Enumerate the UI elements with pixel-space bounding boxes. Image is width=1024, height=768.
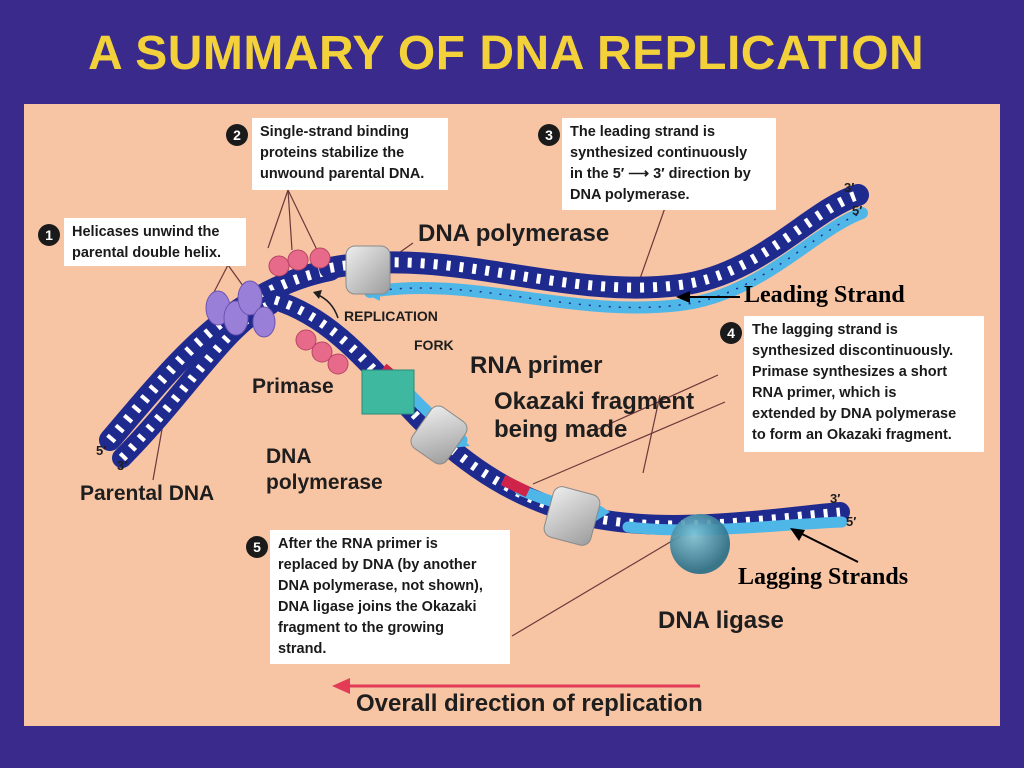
dna-polymerase-top-label: DNA polymerase — [418, 220, 610, 247]
leader-lines — [152, 189, 726, 637]
step-4-badge: 4 — [720, 322, 742, 344]
replication-fork-arrowhead — [313, 290, 322, 299]
bottom-5-prime-label: 5′ — [846, 514, 857, 529]
step-2-badge: 2 — [226, 124, 248, 146]
dna-ligase — [670, 514, 730, 574]
step-1-badge: 1 — [38, 224, 60, 246]
left-5-prime-label: 5′ — [96, 443, 107, 458]
okazaki-fragment-label: Okazaki fragment being made — [494, 388, 695, 443]
dna-polymerase-lagging-1 — [410, 405, 468, 465]
helicase — [205, 280, 276, 338]
parental-dna-label: Parental DNA — [80, 482, 215, 505]
overall-direction-arrowhead — [332, 678, 350, 694]
overall-direction-label: Overall direction of replication — [356, 690, 703, 717]
fork-label: FORK — [414, 337, 454, 353]
ssb-proteins — [268, 247, 349, 375]
primase — [361, 369, 415, 415]
step-3-badge: 3 — [538, 124, 560, 146]
step-5-badge: 5 — [246, 536, 268, 558]
dna-polymerase-leading — [345, 245, 391, 295]
step-2-callout: Single-strand binding proteins stabilize… — [252, 118, 448, 190]
top-5-prime-label: 5′ — [852, 203, 863, 218]
replication-label: REPLICATION — [344, 308, 438, 324]
step-5-callout: After the RNA primer is replaced by DNA … — [270, 530, 510, 664]
left-3-prime-label: 3′ — [117, 458, 128, 473]
slide-title: A SUMMARY OF DNA REPLICATION — [88, 27, 925, 80]
step-4-callout: The lagging strand is synthesized discon… — [744, 316, 984, 452]
parental-strand-top — [99, 259, 341, 451]
parental-strand-bottom — [112, 295, 280, 468]
dna-polymerase-mid-label: DNA polymerase — [266, 445, 383, 494]
top-3-prime-label: 3′ — [844, 180, 855, 195]
primase-label: Primase — [252, 375, 334, 398]
leading-strand-label: Leading Strand — [744, 282, 905, 308]
okazaki-fragment-3 — [622, 516, 848, 536]
rna-primer-2 — [500, 475, 531, 497]
leading-template-rungs — [329, 190, 860, 293]
leading-new-strand — [364, 207, 868, 314]
dna-polymerase-lagging-2 — [543, 486, 601, 546]
step-1-callout: Helicases unwind the parental double hel… — [64, 218, 246, 266]
lagging-strands-label: Lagging Strands — [738, 564, 909, 590]
step-3-callout: The leading strand is synthesized contin… — [562, 118, 776, 210]
rna-primer-label: RNA primer — [470, 352, 603, 379]
pointer-arrows — [676, 291, 859, 563]
dna-ligase-label: DNA ligase — [658, 607, 784, 634]
bottom-3-prime-label: 3′ — [830, 491, 841, 506]
